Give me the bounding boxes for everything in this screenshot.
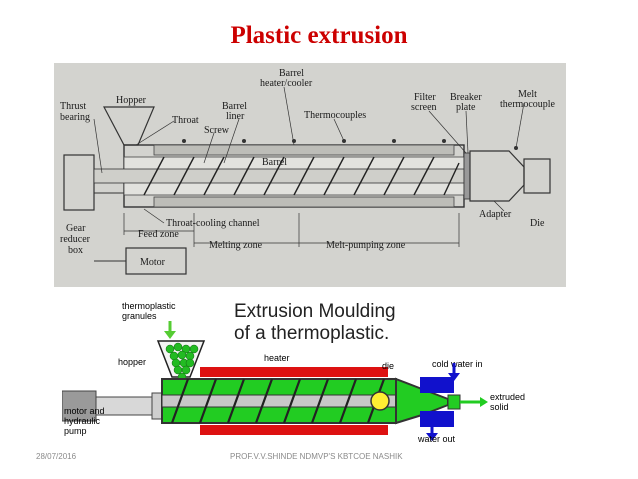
heater-band-bottom [200,425,388,435]
breaker-plate [463,152,471,200]
label-barrel: Barrel [262,157,287,168]
screw-helix [170,378,386,424]
label-melt-pumping-zone: Melt-pumping zone [326,240,406,251]
label-granules-2: granules [122,311,157,321]
label-breaker: Breaker [450,92,482,103]
label-box: box [68,245,83,256]
footer-author: PROF.V.V.SHINDE NDMVP'S KBTCOE NASHIK [230,452,403,461]
label-thermocouples: Thermocouples [304,110,366,121]
breaker-plate-disc [370,391,390,411]
label-barrel-liner-1: Barrel [222,101,247,112]
thrust-plate [151,392,163,420]
die-exit [447,394,461,410]
adapter-shape [469,150,525,202]
label-hopper: Hopper [116,95,147,106]
heater-band-top [200,367,388,377]
label-barrel-heater-1: Barrel [279,68,304,79]
label-thrust: Thrust [60,101,86,112]
extrusion-moulding-figure: Extrusion Moulding of a thermoplastic. t… [62,297,538,444]
leader-lines [93,86,525,224]
label-water-out: water out [417,434,456,444]
label-screen: screen [411,102,437,113]
label-screw: Screw [204,125,230,136]
heater-bands-top [153,144,455,156]
label-cold-water-in: cold water in [432,359,483,369]
label-extruded-1: extruded [490,392,525,402]
cooling-jacket-bottom [420,411,454,427]
extruder-schematic-figure: Thrust bearing Hopper Throat Barrel line… [54,63,566,287]
label-melt-thermocouple: thermocouple [500,99,556,110]
label-feed-zone: Feed zone [138,229,179,240]
slide-title: Plastic extrusion [230,22,408,49]
water-out-arrowhead [426,433,438,441]
screw-flights [143,156,460,196]
label-gear: Gear [66,223,86,234]
footer-date: 28/07/2016 [36,452,77,461]
label-motor-2: hydraulic [64,416,101,426]
cooling-jacket-top [420,377,454,393]
label-melt: Melt [518,89,537,100]
label-heater: heater [264,353,290,363]
label-granules-1: thermoplastic [122,301,176,311]
hopper-shape [103,106,155,146]
extruder-schematic-svg: Thrust bearing Hopper Throat Barrel line… [60,68,556,275]
label-die: Die [530,218,545,229]
label-throat: Throat [172,115,199,126]
granules-arrowhead [164,331,176,339]
label-motor: Motor [140,257,166,268]
label-filter: Filter [414,92,436,103]
label-barrel-heater-2: heater/cooler [260,78,313,89]
extrusion-moulding-svg: Extrusion Moulding of a thermoplastic. t… [62,301,525,444]
label-extruded-2: solid [490,402,509,412]
screw-root [93,168,465,184]
label-reducer: reducer [60,234,91,245]
extrudate-arrowhead [480,397,488,407]
label-throat-cooling: Throat-cooling channel [166,218,260,229]
label-plate: plate [456,102,476,113]
label-motor-3: pump [64,426,87,436]
label-adapter: Adapter [479,209,512,220]
figure2-title-line2: of a thermoplastic. [234,323,389,344]
motor-block [62,390,97,422]
figure2-title-line1: Extrusion Moulding [234,301,396,322]
granule-pile [165,342,199,382]
heater-bands-bottom [153,196,455,208]
label-die: die [382,361,394,371]
label-motor-1: motor and [64,406,105,416]
gear-reducer-box [63,154,95,211]
label-barrel-liner-2: liner [226,111,245,122]
die-shape [523,158,551,194]
screw-shaft [161,394,397,408]
label-hopper: hopper [118,357,146,367]
zone-dimension-lines [123,213,460,247]
water-in-arrowhead [448,373,460,381]
label-melting-zone: Melting zone [209,240,263,251]
drive-coupling [95,396,159,416]
label-bearing: bearing [60,112,90,123]
